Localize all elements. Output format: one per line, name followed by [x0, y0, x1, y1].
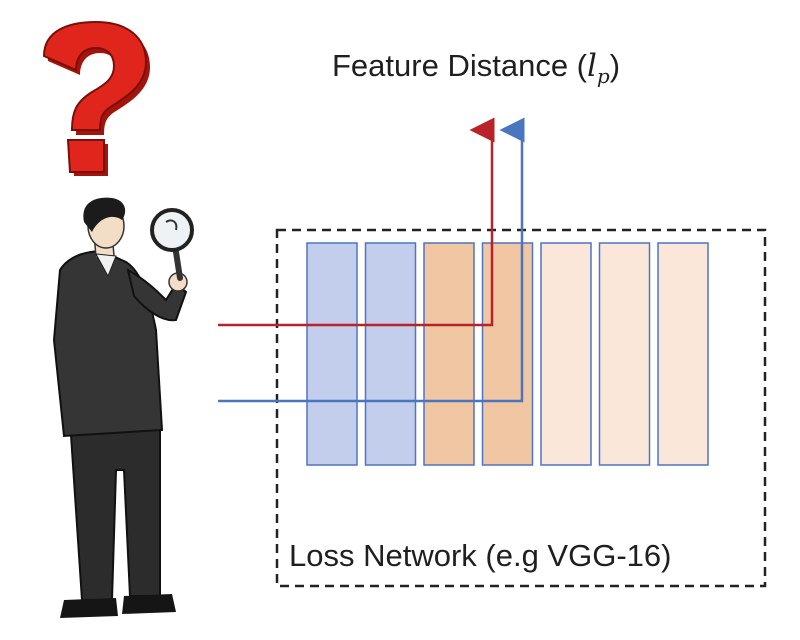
layer-bar-4	[481, 242, 534, 466]
layer-bar-5	[540, 242, 592, 466]
detective-figure	[52, 197, 188, 618]
loss-network-label: Loss Network (e.g VGG-16)	[289, 538, 671, 573]
layer-bar-2	[364, 242, 417, 466]
question-mark-icon	[42, 20, 150, 176]
layer-bar-6	[598, 242, 651, 466]
magnifying-glass-icon	[150, 208, 194, 281]
network-layers	[306, 242, 709, 466]
signal-path-b	[218, 117, 525, 403]
signal-path-a	[218, 117, 495, 327]
layer-bar-1	[306, 242, 358, 466]
layer-bar-7	[657, 242, 709, 466]
layer-bar-3	[423, 242, 475, 466]
feature-distance-title: Feature Distance (lp)	[332, 48, 620, 88]
